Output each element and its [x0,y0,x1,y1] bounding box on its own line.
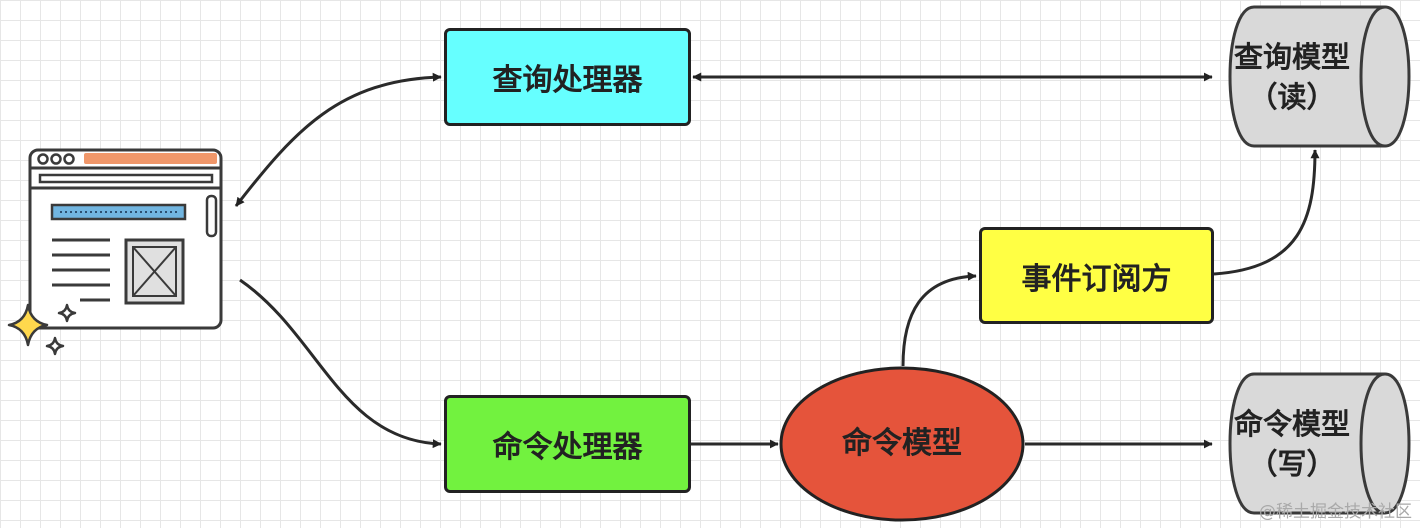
edge-event-subscriber-query-db [1213,149,1320,276]
browser-window-icon [28,148,223,330]
query-model-db-label: 查询模型 （读） [1222,37,1362,117]
command-model-db-line2: （写） [1248,447,1336,481]
event-subscriber-box: 事件订阅方 [979,227,1214,324]
edge-command-model-event-subscriber [901,271,977,367]
command-model-label: 命令模型 [842,426,962,461]
edge-client-command-handler [239,278,442,449]
query-handler-box: 查询处理器 [444,28,691,126]
watermark-text: @稀土掘金技术社区 [1259,502,1412,522]
query-model-db-line1: 查询模型 [1233,40,1350,74]
query-model-db-shape [1228,5,1411,148]
edge-client-query-handler [234,72,442,207]
command-model-db-label: 命令模型 （写） [1222,404,1362,484]
query-model-db-line2: （读） [1248,80,1336,114]
command-model-db-shape [1228,372,1411,515]
sparkle-icon [7,303,77,356]
command-model-db-line1: 命令模型 [1233,407,1350,441]
command-handler-box: 命令处理器 [444,395,691,493]
command-model-ellipse [779,366,1025,522]
